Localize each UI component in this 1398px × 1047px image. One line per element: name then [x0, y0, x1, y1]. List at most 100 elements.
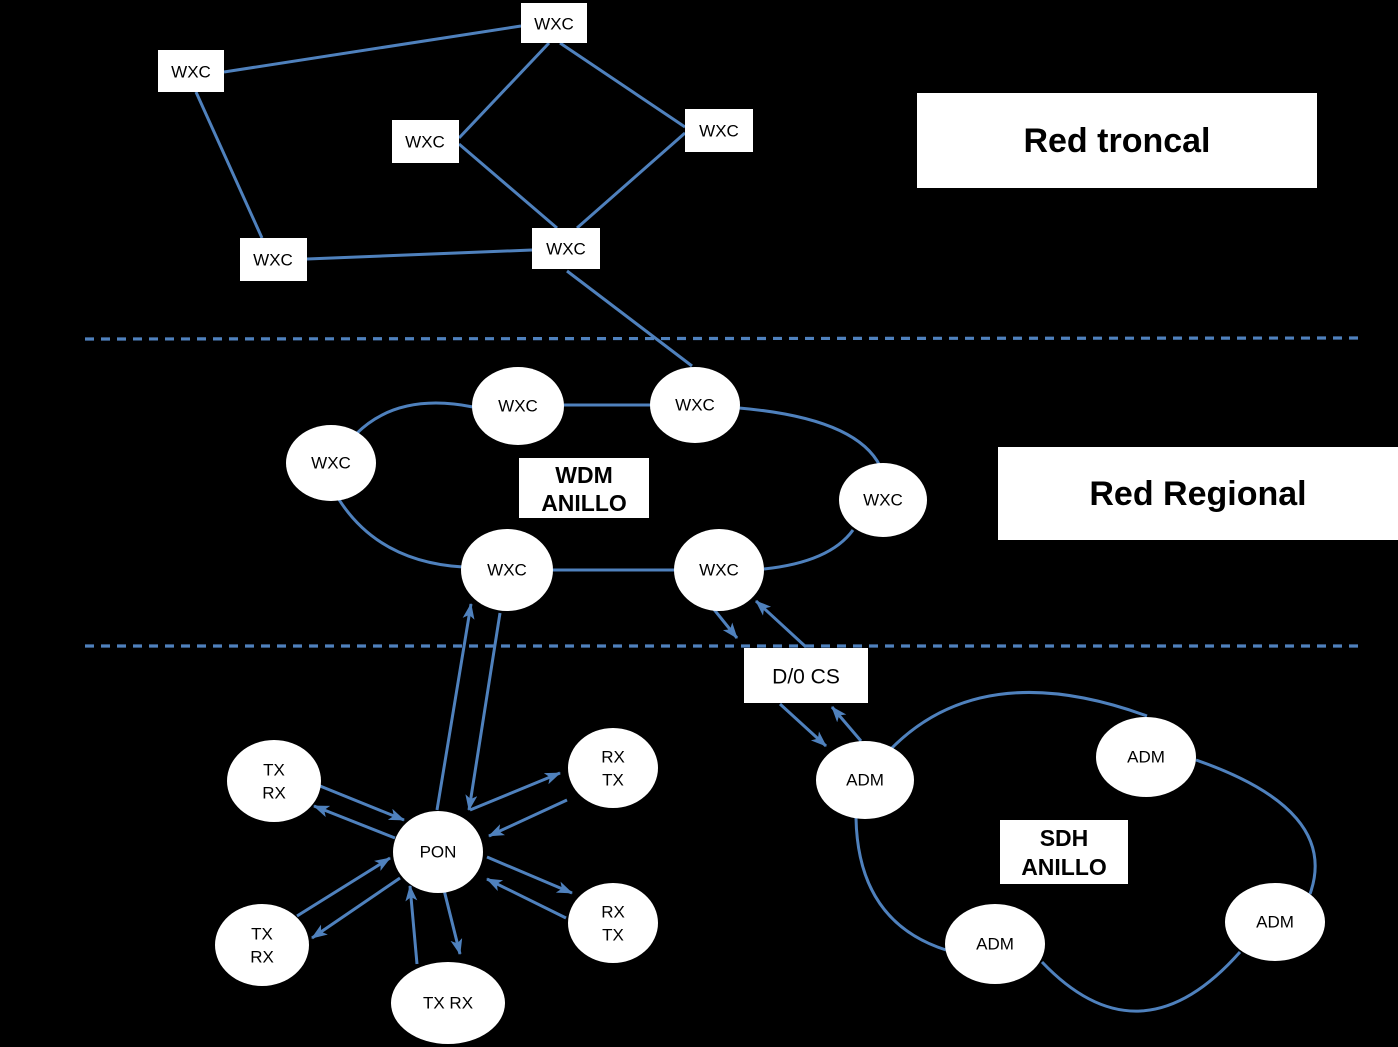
pon-satellite-shape — [391, 962, 505, 1044]
pon-satellite-label: TX — [263, 761, 285, 780]
pon-satellite-label: TX RX — [423, 994, 473, 1013]
pon-hub-node: PON — [393, 811, 483, 893]
pon-satellite-label: RX — [250, 948, 274, 967]
sdh-node-adm-2: ADM — [1096, 717, 1196, 797]
trunk-nodes: WXC WXC WXC WXC WXC WXC — [158, 3, 753, 281]
rxtx1-to-pon-arrow — [488, 798, 568, 838]
wdm-node-shape — [650, 367, 740, 443]
trunk-node-box — [158, 50, 224, 92]
wdm-node-wxc-2: WXC — [650, 367, 740, 443]
wdm-ring-nodes: WXC WXC WXC WXC WXC WXC — [286, 367, 927, 611]
sdh-ring-links — [854, 690, 1317, 1013]
pon-satellite-txrx-2: TX RX — [215, 904, 309, 986]
trunk-node-label: WXC — [171, 63, 211, 82]
trunk-node-wxc-1: WXC — [521, 3, 587, 43]
trunk-node-wxc-2: WXC — [158, 50, 224, 92]
trunk-node-wxc-4: WXC — [685, 109, 753, 152]
txrx1-to-pon-arrow — [319, 784, 405, 822]
sdh-node-shape — [945, 904, 1045, 984]
pon-satellite-shape — [215, 904, 309, 986]
pon-satellite-shape — [568, 728, 658, 808]
trunk-node-box — [240, 238, 307, 281]
pon-satellite-label: TX — [602, 771, 624, 790]
pon-to-txrx3-arrow — [442, 889, 463, 955]
pon-to-txrx1-arrow — [313, 804, 396, 840]
trunk-node-label: WXC — [699, 122, 739, 141]
pon-satellite-label: TX — [251, 925, 273, 944]
sdh-node-label: ADM — [846, 771, 884, 790]
sdh-title-line1: SDH — [1040, 825, 1089, 851]
wdm-ring-arc — [354, 401, 474, 436]
sdh-node-shape — [1225, 883, 1325, 961]
trunk-link — [223, 24, 522, 74]
d0cs-label: D/0 CS — [772, 666, 840, 689]
sdh-node-label: ADM — [976, 935, 1014, 954]
pon-hub-label: PON — [420, 843, 457, 862]
trunk-to-regional-link — [566, 269, 693, 368]
pon-satellite-rxtx-2: RX TX — [568, 883, 658, 963]
wdm-node-shape — [472, 367, 564, 445]
trunk-node-wxc-3: WXC — [392, 120, 459, 163]
trunk-link — [576, 131, 686, 230]
sdh-node-adm-1: ADM — [816, 741, 914, 819]
region-title-troncal: Red troncal — [917, 93, 1317, 188]
regional-title-box — [998, 447, 1398, 540]
wdm-node-label: WXC — [311, 454, 351, 473]
region-title-regional: Red Regional — [998, 447, 1398, 540]
sdh-ring-nodes: ADM ADM ADM ADM — [816, 717, 1325, 984]
wdm-ring-arc — [336, 497, 464, 569]
pon-to-wxc-arrow — [435, 603, 475, 811]
trunk-link — [458, 142, 558, 230]
trunk-link — [559, 41, 686, 129]
pon-satellite-label: TX — [602, 926, 624, 945]
wdm-ring-arc — [738, 406, 882, 467]
wdm-node-label: WXC — [863, 491, 903, 510]
d0cs-box — [744, 648, 868, 703]
trunk-link — [306, 248, 533, 261]
wdm-node-label: WXC — [675, 396, 715, 415]
adm-to-d0cs-arrow — [830, 706, 863, 742]
pon-satellite-shape — [227, 740, 321, 822]
sdh-node-adm-3: ADM — [1225, 883, 1325, 961]
sdh-ring-arc — [854, 817, 947, 952]
wdm-node-wxc-5: WXC — [461, 529, 553, 611]
trunk-node-box — [521, 3, 587, 43]
sdh-ring-arc — [1040, 951, 1242, 1013]
wdm-node-shape — [286, 425, 376, 501]
rxtx2-to-pon-arrow — [486, 877, 567, 920]
trunk-node-box — [392, 120, 459, 163]
wdm-node-shape — [674, 529, 764, 611]
sdh-node-label: ADM — [1256, 913, 1294, 932]
pon-satellite-txrx-1: TX RX — [227, 740, 321, 822]
wdm-ring-arc — [763, 529, 855, 571]
wdm-node-shape — [461, 529, 553, 611]
trunk-node-label: WXC — [534, 15, 574, 34]
wdm-node-label: WXC — [699, 561, 739, 580]
trunk-links — [194, 24, 693, 368]
pon-satellite-label: RX — [601, 903, 625, 922]
trunk-node-box — [532, 228, 600, 269]
sdh-node-adm-4: ADM — [945, 904, 1045, 984]
sdh-ring-title: SDH ANILLO — [1000, 820, 1128, 884]
pon-satellite-txrx-3: TX RX — [391, 962, 505, 1044]
layer-boundary-upper — [84, 336, 1361, 341]
wdm-node-shape — [839, 463, 927, 537]
wdm-node-wxc-1: WXC — [472, 367, 564, 445]
sdh-ring-arc — [886, 690, 1148, 754]
troncal-title-box — [917, 93, 1317, 188]
trunk-node-wxc-6: WXC — [532, 228, 600, 269]
trunk-node-label: WXC — [253, 251, 293, 270]
pon-to-rxtx1-arrow — [469, 771, 561, 812]
d0cs-to-wxc-arrow — [754, 599, 808, 649]
sdh-node-shape — [1096, 717, 1196, 797]
pon-to-rxtx2-arrow — [486, 855, 573, 895]
sdh-title-box — [1000, 820, 1128, 884]
wdm-title-line1: WDM — [555, 462, 612, 488]
pon-hub-shape — [393, 811, 483, 893]
trunk-node-wxc-5: WXC — [240, 238, 307, 281]
trunk-link — [194, 91, 264, 239]
trunk-node-label: WXC — [546, 240, 586, 259]
pon-to-txrx2-arrow — [311, 876, 401, 940]
